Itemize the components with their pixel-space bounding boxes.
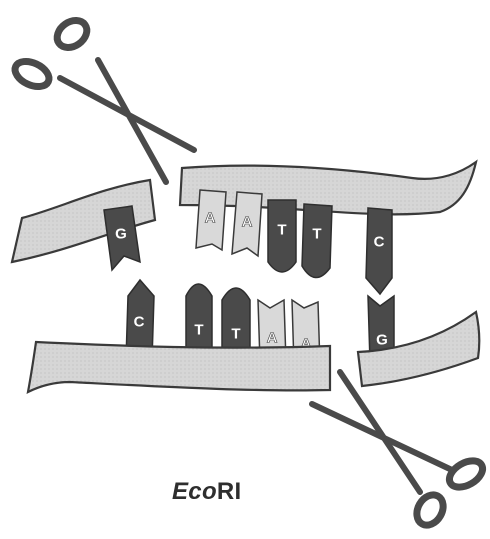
lower-left-backbone (28, 342, 330, 392)
base-T1-lower: T (186, 284, 212, 356)
enzyme-label: EcoRI (172, 478, 242, 506)
base-label-A2: A (242, 214, 253, 231)
base-label-A1-lower: A (267, 330, 278, 347)
base-label-G-lower: G (376, 332, 388, 349)
base-shape-T1-lower (186, 284, 212, 356)
base-T1-upper: T (268, 200, 296, 272)
base-label-T1-lower: T (194, 322, 203, 339)
lower-left-fragment: C T T A A (28, 280, 330, 392)
scissors-icon-bottom-right (312, 372, 487, 530)
base-T2-upper: T (302, 204, 332, 278)
base-label-A1: A (205, 210, 216, 227)
base-label-C-upper: C (374, 234, 385, 251)
base-C-upper: C (366, 208, 392, 294)
lower-right-fragment: G (358, 296, 479, 386)
base-label-C-lower: C (134, 314, 145, 331)
base-label-G: G (115, 226, 127, 243)
scissors-icon-top-left (11, 15, 194, 182)
enzyme-label-italic: Eco (172, 478, 217, 505)
base-shape-C (366, 208, 392, 294)
base-A1-upper: A (196, 190, 226, 250)
base-label-T1: T (277, 222, 286, 239)
base-A2-upper: A (232, 192, 262, 256)
upper-left-fragment: G (12, 180, 155, 270)
base-label-T2: T (312, 226, 321, 243)
enzyme-label-plain: RI (217, 478, 242, 505)
base-label-T2-lower: T (231, 326, 240, 343)
upper-right-fragment: A A T T C (180, 162, 476, 294)
